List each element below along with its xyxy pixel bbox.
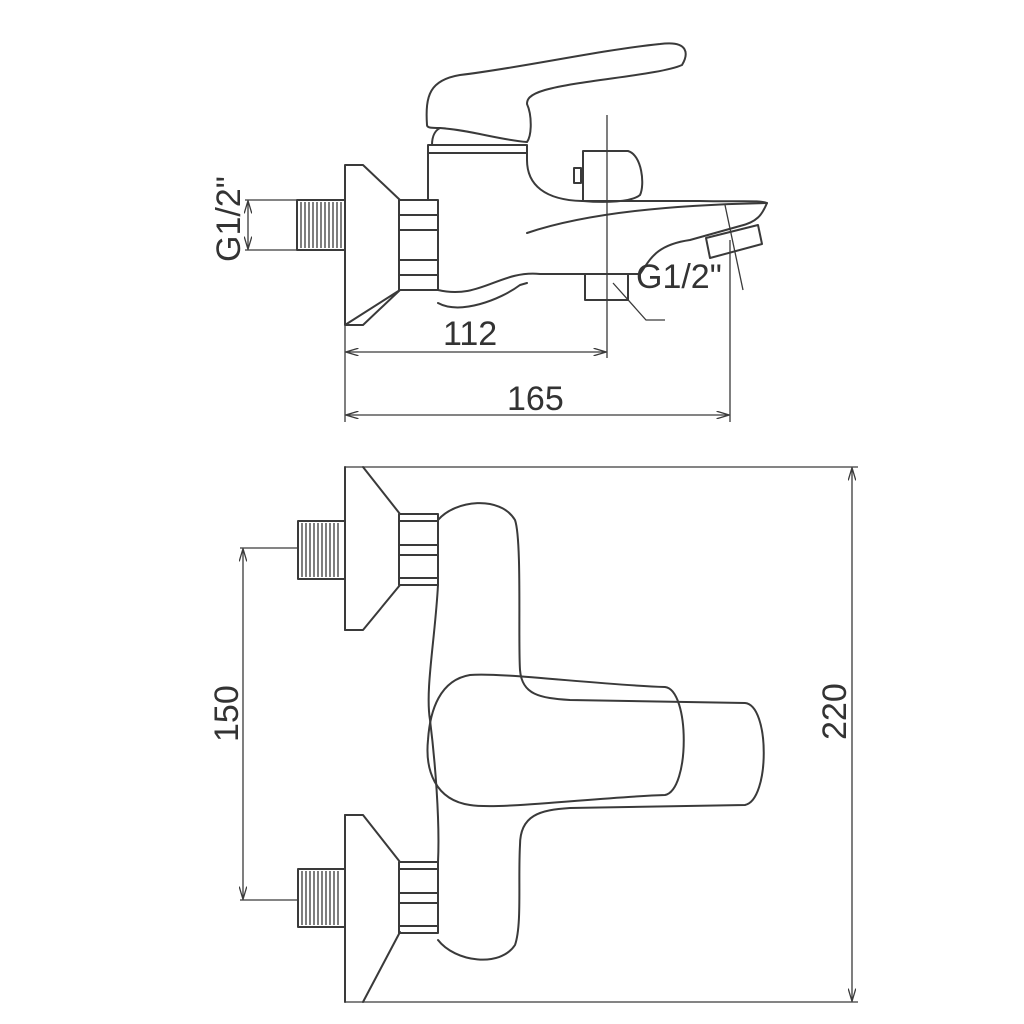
aerator-nozzle xyxy=(705,224,763,259)
upper-flange xyxy=(344,466,401,631)
lever-front xyxy=(426,673,685,808)
mixer-body-front xyxy=(427,502,765,961)
outlet-thread-label: G1/2" xyxy=(636,258,722,296)
dim-112-label: 112 xyxy=(443,315,497,353)
lower-nut xyxy=(398,861,439,934)
dim-165-label: 165 xyxy=(507,380,564,418)
upper-thread xyxy=(297,520,346,580)
mixer-body xyxy=(427,152,768,293)
front-view: 150 220 xyxy=(208,466,858,1003)
wall-flange xyxy=(344,164,401,326)
dim-150-label: 150 xyxy=(208,685,246,742)
diverter-knob xyxy=(573,150,644,203)
lower-flange xyxy=(344,814,401,1003)
side-view: G1/2" G1/2" 112 165 xyxy=(210,42,768,422)
inlet-thread-label: G1/2" xyxy=(210,176,248,262)
hex-nut xyxy=(398,199,439,291)
lower-thread xyxy=(297,868,346,928)
dim-220-label: 220 xyxy=(816,683,854,740)
inlet-thread xyxy=(296,199,346,251)
upper-nut xyxy=(398,513,439,586)
lever-handle xyxy=(425,42,687,143)
